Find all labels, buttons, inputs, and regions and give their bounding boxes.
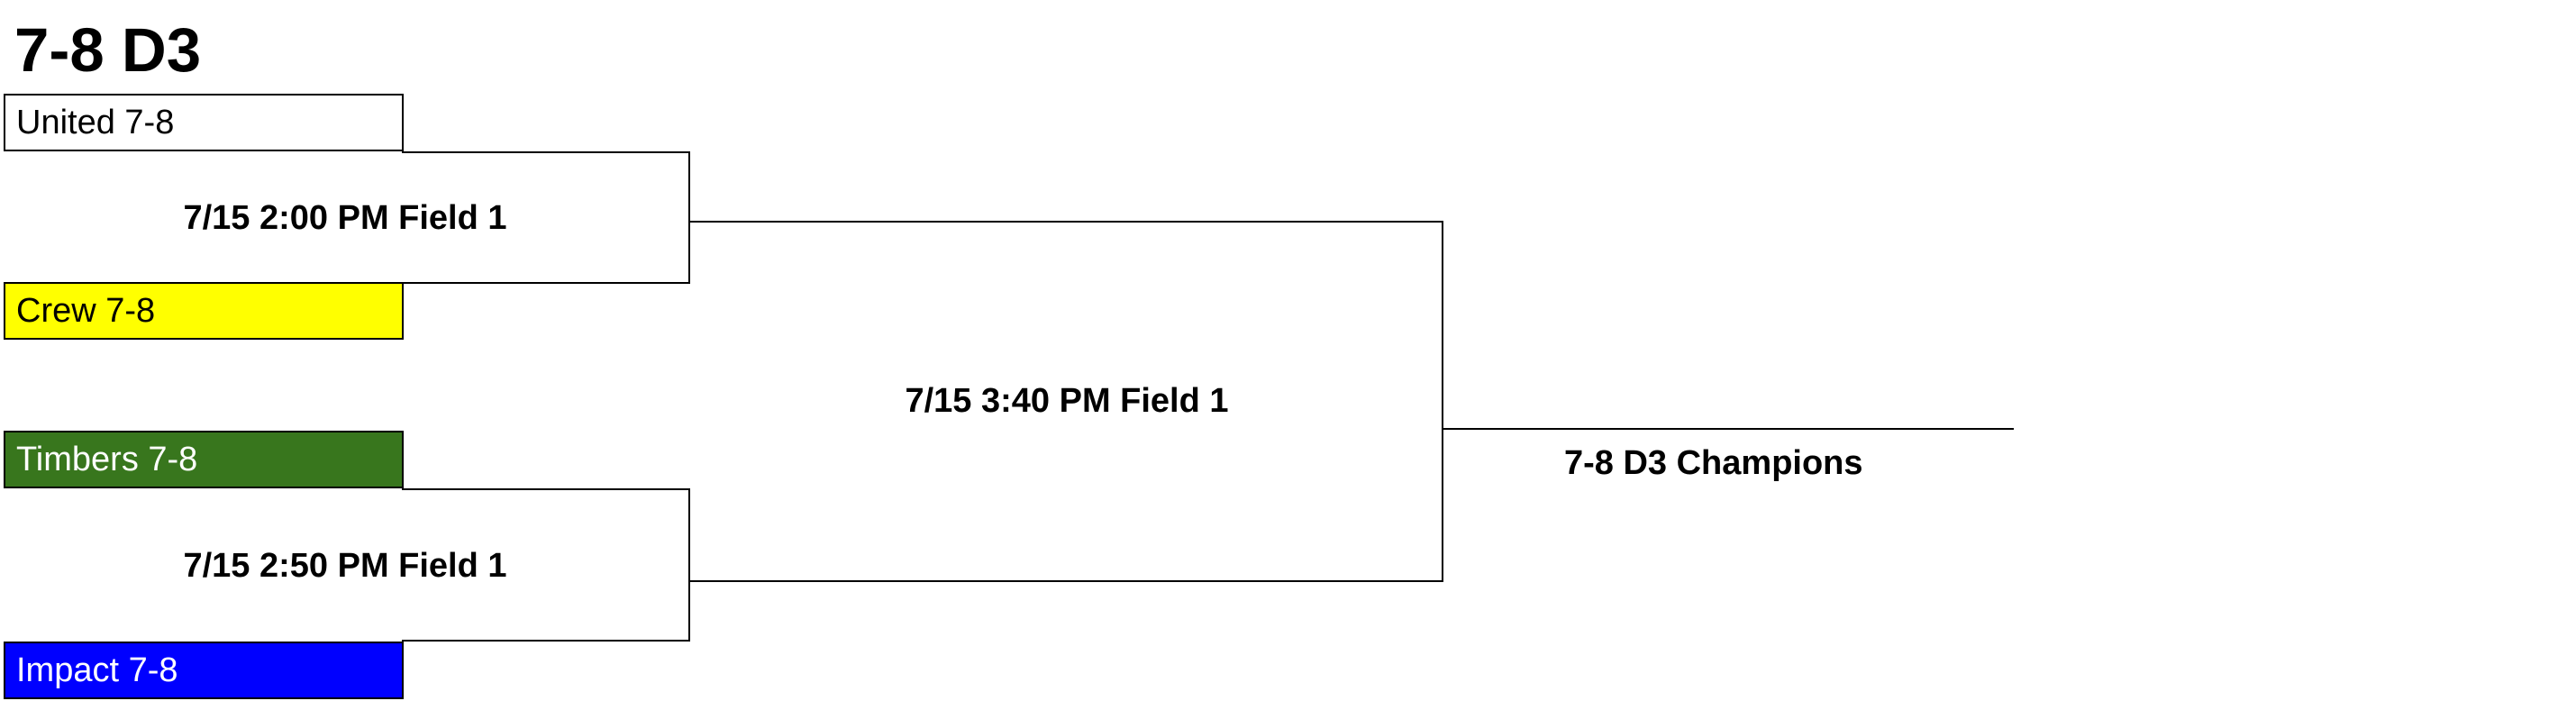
team-slot-impact: Impact 7-8 <box>4 642 404 699</box>
champion-label: 7-8 D3 Champions <box>1564 444 1863 482</box>
game-box-1 <box>402 151 690 284</box>
connector-game-1 <box>690 221 1443 223</box>
team-slot-united: United 7-8 <box>4 94 404 151</box>
game-1-label: 7/15 2:00 PM Field 1 <box>183 199 507 237</box>
champion-line <box>1442 428 2014 430</box>
final-bracket-vertical <box>1442 221 1443 582</box>
connector-game-2 <box>690 580 1443 582</box>
game-2-label: 7/15 2:50 PM Field 1 <box>183 547 507 585</box>
game-box-2 <box>402 488 690 642</box>
team-slot-crew: Crew 7-8 <box>4 282 404 340</box>
team-slot-timbers: Timbers 7-8 <box>4 431 404 488</box>
final-game-label: 7/15 3:40 PM Field 1 <box>905 382 1229 420</box>
bracket-title: 7-8 D3 <box>14 15 202 85</box>
